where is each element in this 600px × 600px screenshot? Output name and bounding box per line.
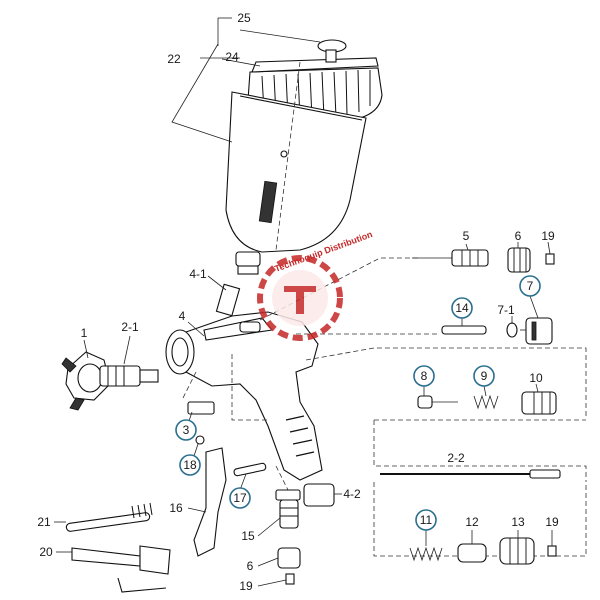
label-19-bottom: 19	[239, 579, 253, 593]
label-24: 24	[225, 50, 239, 64]
part-8-valve-stem	[417, 395, 458, 409]
label-4-2: 4-2	[343, 487, 361, 501]
part-16-trigger	[193, 447, 227, 557]
label-3: 3	[183, 423, 190, 437]
label-14: 14	[455, 301, 469, 315]
part-19-screw-right	[547, 545, 557, 557]
technoquip-watermark-logo	[257, 255, 343, 341]
label-8: 8	[421, 369, 428, 383]
label-21: 21	[37, 515, 51, 529]
label-5: 5	[463, 229, 470, 243]
part-3-fitting	[187, 401, 215, 415]
part-11-spring	[409, 546, 443, 562]
part-19-screw-bottom	[285, 573, 295, 585]
highlight-circle-17	[229, 487, 251, 509]
part-7-assembly	[520, 317, 553, 345]
part-6-knob-top	[507, 247, 531, 273]
label-2-1: 2-1	[121, 320, 139, 334]
part-18-pin	[195, 435, 205, 445]
part-6-knob-bottom	[277, 547, 301, 569]
label-22: 22	[167, 52, 181, 66]
label-7: 7	[527, 279, 534, 293]
highlight-circle-7	[519, 275, 541, 297]
label-7-1: 7-1	[497, 303, 515, 317]
part-15-air-fitting	[275, 489, 301, 529]
highlight-circle-14	[451, 297, 473, 319]
part-19-screw-top	[545, 253, 555, 265]
part-5-assembly	[412, 249, 489, 267]
part-12-bushing	[457, 543, 487, 563]
highlight-circle-8	[413, 365, 435, 387]
label-13: 13	[511, 515, 525, 529]
label-10: 10	[529, 371, 543, 385]
part-14-pin	[441, 325, 487, 335]
label-12: 12	[465, 515, 479, 529]
part-10-adjuster	[521, 391, 557, 415]
label-11: 11	[420, 513, 433, 527]
highlight-circle-9	[473, 365, 495, 387]
label-19-right: 19	[545, 515, 559, 529]
paint-cup-assembly	[225, 39, 383, 275]
highlight-circles	[175, 275, 541, 531]
label-2-2: 2-2	[447, 451, 465, 465]
label-4-1: 4-1	[189, 267, 207, 281]
label-1: 1	[81, 326, 88, 340]
highlight-circle-3	[175, 419, 197, 441]
label-19-top: 19	[541, 229, 555, 243]
highlight-circle-18	[179, 454, 201, 476]
label-16: 16	[169, 501, 183, 515]
part-17-trigger-pin	[233, 462, 267, 477]
part-2-2-needle	[380, 469, 561, 479]
label-6-top: 6	[515, 229, 522, 243]
label-17: 17	[233, 491, 247, 505]
label-4: 4	[179, 309, 186, 323]
air-cap-part	[61, 351, 111, 411]
part-20-wrench	[71, 545, 171, 593]
label-20: 20	[39, 545, 53, 559]
part-7-1-washer	[506, 322, 518, 338]
label-18: 18	[183, 458, 197, 472]
part-number-labels: 25 22 24 4-1 4 1 2-1 5 6 19 14 7 7-1 8 9…	[37, 11, 559, 593]
label-15: 15	[241, 529, 255, 543]
part-13-knob	[499, 537, 535, 565]
part-21-brush	[65, 502, 153, 532]
label-25: 25	[237, 11, 251, 25]
fluid-nozzle-part	[99, 365, 159, 387]
label-6-bottom: 6	[247, 559, 254, 573]
part-4-2-air-valve	[303, 483, 335, 507]
part-9-spring	[473, 394, 499, 410]
highlight-circle-11	[415, 509, 437, 531]
label-9: 9	[481, 369, 488, 383]
